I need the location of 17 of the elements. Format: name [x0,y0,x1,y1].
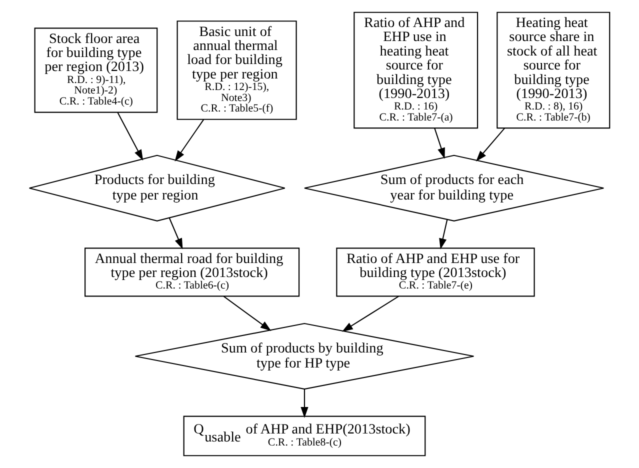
node-box: Heating heat source share in stock of all heat source for building type (1990-2013) R.D. : 8), 16) C.R. : Table7-(b) [496,12,610,129]
node-box: Annual thermal road for building type per region (2013stock) C.R. : Table6-(c) [84,248,300,297]
arrow [300,389,308,418]
node-box: Basic unit of annual thermal load for building type per region R.D. : 12)-15), Note3) C.R. : Table5-(f) [176,20,297,120]
node-box: Stock floor area for building type per region (2013) R.D. : 9)-11), Note1)-2) C.R. : Table4-(c) [34,28,158,113]
node-diamond: Products for building type per region [28,154,286,222]
arrow [434,128,445,159]
node-box: Ratio of AHP and EHP use in heating heat source for building type (1990-2013) R.D. : 16) C.R. : Table7-(a) [354,12,478,129]
node-box: Ratio of AHP and EHP use for building type (2013stock) C.R. : Table7-(e) [336,248,535,297]
arrow [223,296,272,331]
arrow [476,128,506,162]
arrow [168,218,183,250]
arrow [439,220,448,250]
arrow [174,119,204,162]
arrow [117,112,144,161]
node-diamond: Sum of products for each year for building type [304,154,604,222]
arrow [342,296,399,332]
